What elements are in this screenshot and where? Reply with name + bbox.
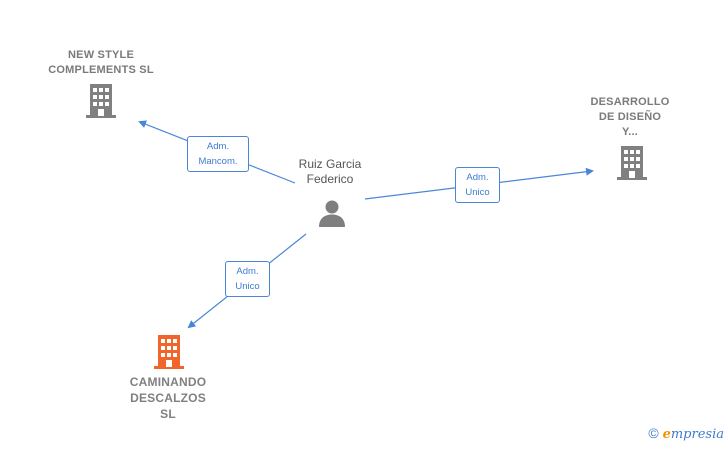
building-icon[interactable] — [85, 83, 117, 119]
building-icon[interactable] — [616, 145, 648, 181]
building-icon[interactable] — [153, 334, 185, 370]
edge-label-desarrollo[interactable]: Adm. Unico — [455, 167, 500, 203]
edge-label-line: Mancom. — [198, 156, 238, 167]
edge-label-line: Adm. — [466, 172, 489, 183]
edge-label-new-style[interactable]: Adm. Mancom. — [187, 136, 249, 172]
edge-label-caminando[interactable]: Adm. Unico — [225, 261, 270, 297]
person-label-line: Federico — [306, 172, 354, 186]
node-label-line: DESARROLLO — [590, 96, 670, 108]
node-label-caminando[interactable]: CAMINANDO DESCALZOS SL — [108, 374, 228, 422]
node-label-line: Y... — [621, 126, 639, 138]
node-label-line: SL — [160, 407, 176, 421]
node-label-line: COMPLEMENTS SL — [48, 64, 154, 76]
footer-brand: © empresia — [648, 425, 724, 442]
node-label-line: DESCALZOS — [130, 391, 206, 405]
edge-label-line: Unico — [465, 187, 490, 198]
node-label-line: DE DISEÑO — [598, 111, 662, 123]
node-label-line: NEW STYLE — [68, 49, 134, 61]
edge-label-line: Adm. — [236, 266, 259, 277]
person-label[interactable]: Ruiz Garcia Federico — [275, 157, 385, 187]
node-label-line: CAMINANDO — [129, 375, 207, 389]
node-label-new-style[interactable]: NEW STYLE COMPLEMENTS SL — [28, 48, 174, 78]
edge-label-line: Unico — [235, 281, 260, 292]
person-label-line: Ruiz Garcia — [298, 157, 362, 171]
person-icon[interactable] — [317, 198, 347, 228]
node-label-desarrollo[interactable]: DESARROLLO DE DISEÑO Y... — [570, 95, 690, 140]
edge-label-line: Adm. — [206, 141, 230, 152]
copyright-icon: © — [648, 425, 659, 441]
brand-logo: empresia — [662, 427, 724, 442]
